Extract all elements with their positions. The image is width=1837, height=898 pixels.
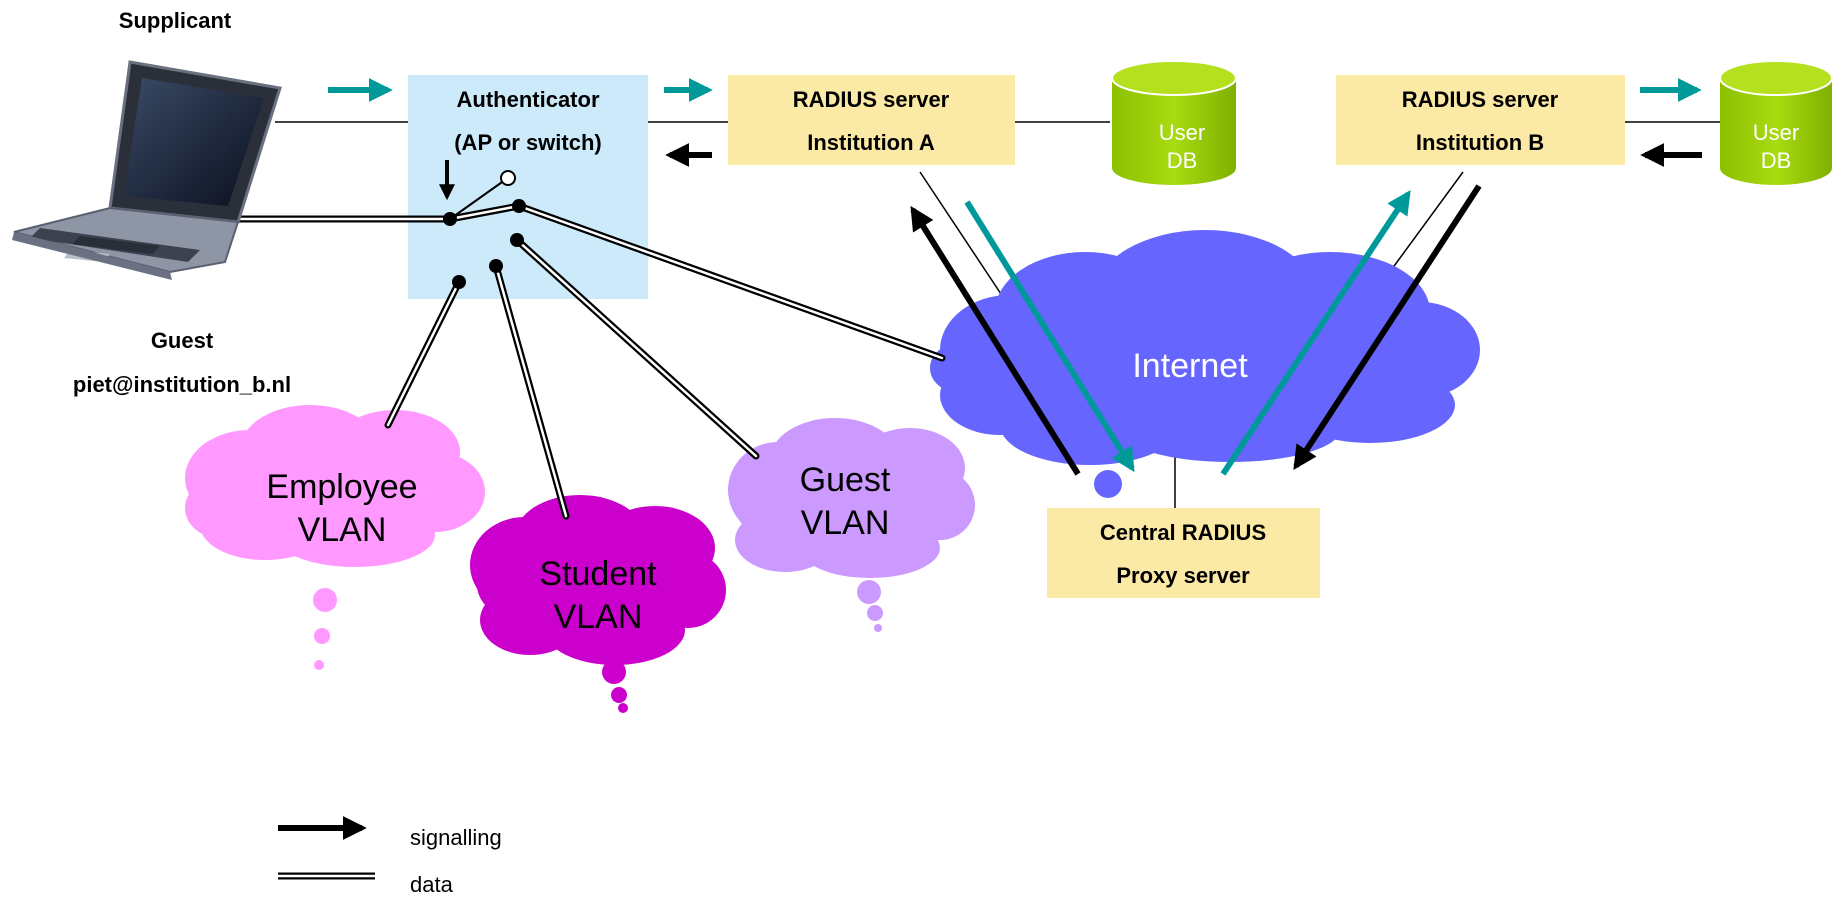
legend-data-label: data: [410, 872, 454, 897]
internet-bubble: [1094, 470, 1122, 498]
radius-server-b-line1: RADIUS server: [1402, 87, 1559, 112]
radius-server-a-box: [728, 75, 1015, 165]
internet-label: Internet: [1132, 347, 1248, 385]
data-paths: [228, 202, 946, 520]
student-vlan-line1: Student: [539, 555, 657, 593]
student-vlan-line2: VLAN: [554, 598, 643, 636]
switch-node-student: [489, 259, 503, 273]
employee-vlan-line1: Employee: [266, 468, 417, 506]
laptop-icon: [12, 60, 282, 280]
radius-server-a-line2: Institution A: [807, 130, 935, 155]
black-arrow-proxy-to-radius-a: [910, 205, 1081, 476]
central-radius-line2: Proxy server: [1116, 563, 1250, 588]
link-radius-a-internet: [919, 171, 1006, 301]
teal-arrow-proxy-to-radius-b: [1220, 189, 1411, 476]
internet-cloud: [930, 230, 1480, 465]
student-vlan-cloud: [470, 495, 726, 713]
guest-identity-label: piet@institution_b.nl: [73, 372, 291, 397]
user-db-a: User DB: [1111, 60, 1237, 185]
user-db-b-line2: DB: [1761, 148, 1792, 173]
guest-vlan-cloud: [728, 418, 975, 632]
switch-node-main: [443, 212, 457, 226]
guest-vlan-line1: Guest: [800, 461, 891, 499]
teal-arrow-radius-a-to-proxy: [964, 200, 1135, 473]
radius-server-a-line1: RADIUS server: [793, 87, 950, 112]
guest-vlan-line2: VLAN: [801, 504, 890, 542]
user-db-b-line1: User: [1753, 120, 1799, 145]
central-radius-line1: Central RADIUS: [1100, 520, 1266, 545]
signalling-arrows: [328, 78, 1702, 476]
user-db-a-line2: DB: [1167, 148, 1198, 173]
employee-vlan-line2: VLAN: [298, 511, 387, 549]
port-switch: [439, 160, 526, 289]
employee-vlan-cloud: [185, 405, 485, 670]
authenticator-label-line1: Authenticator: [457, 87, 600, 112]
legend-signalling-label: signalling: [410, 825, 502, 850]
legend: signalling data: [276, 816, 502, 897]
authenticator-label-line2: (AP or switch): [454, 130, 602, 155]
radius-server-b-box: [1336, 75, 1625, 165]
switch-node-guest: [510, 233, 524, 247]
black-arrow-radius-b-to-proxy: [1293, 184, 1482, 471]
supplicant-label: Supplicant: [119, 8, 232, 33]
radius-server-b-line2: Institution B: [1416, 130, 1544, 155]
switch-node-employee: [452, 275, 466, 289]
guest-label: Guest: [151, 328, 214, 353]
switch-node-internet: [512, 199, 526, 213]
central-radius-proxy-box: [1047, 508, 1320, 598]
user-db-a-line1: User: [1159, 120, 1205, 145]
user-db-b: User DB: [1719, 60, 1833, 185]
